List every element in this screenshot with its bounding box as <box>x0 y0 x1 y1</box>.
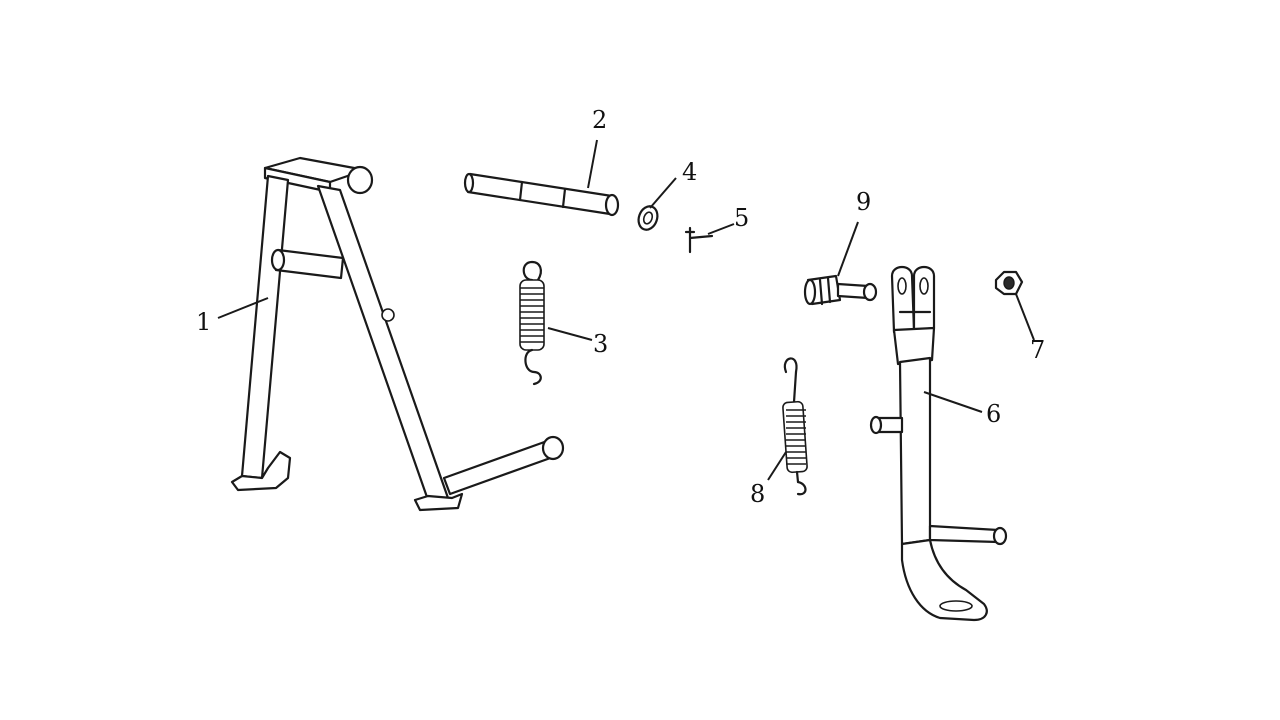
callout-6: 6 <box>986 400 1001 428</box>
callout-3: 3 <box>593 330 608 358</box>
callout-2: 2 <box>592 106 607 134</box>
leader-line-8 <box>767 451 787 481</box>
part-7-nut <box>994 270 1024 296</box>
leader-line-6 <box>923 391 983 413</box>
part-6-side-stand <box>869 265 1008 622</box>
part-8-spring <box>782 357 808 496</box>
callout-8: 8 <box>750 480 765 508</box>
part-1-main-stand <box>230 156 565 512</box>
part-4-washer <box>637 205 659 231</box>
leader-lines <box>217 139 1035 481</box>
leader-line-7 <box>1015 293 1035 341</box>
callout-9: 9 <box>856 188 871 216</box>
part-9-bolt <box>803 274 878 306</box>
part-5-cotter-pin <box>684 226 714 254</box>
leader-line-4 <box>649 177 677 209</box>
leader-line-3 <box>547 327 593 341</box>
callout-1: 1 <box>196 308 211 336</box>
leader-line-5 <box>707 223 735 235</box>
callout-4: 4 <box>682 158 697 186</box>
callout-labels: 1 2 3 4 5 6 7 8 9 <box>196 106 1045 508</box>
leader-line-1 <box>217 297 269 319</box>
leader-line-2 <box>587 139 598 189</box>
part-3-spring <box>519 260 545 386</box>
part-2-pivot-shaft <box>463 172 620 217</box>
leader-line-9 <box>837 221 859 277</box>
callout-5: 5 <box>734 204 749 232</box>
callout-7: 7 <box>1030 336 1045 364</box>
